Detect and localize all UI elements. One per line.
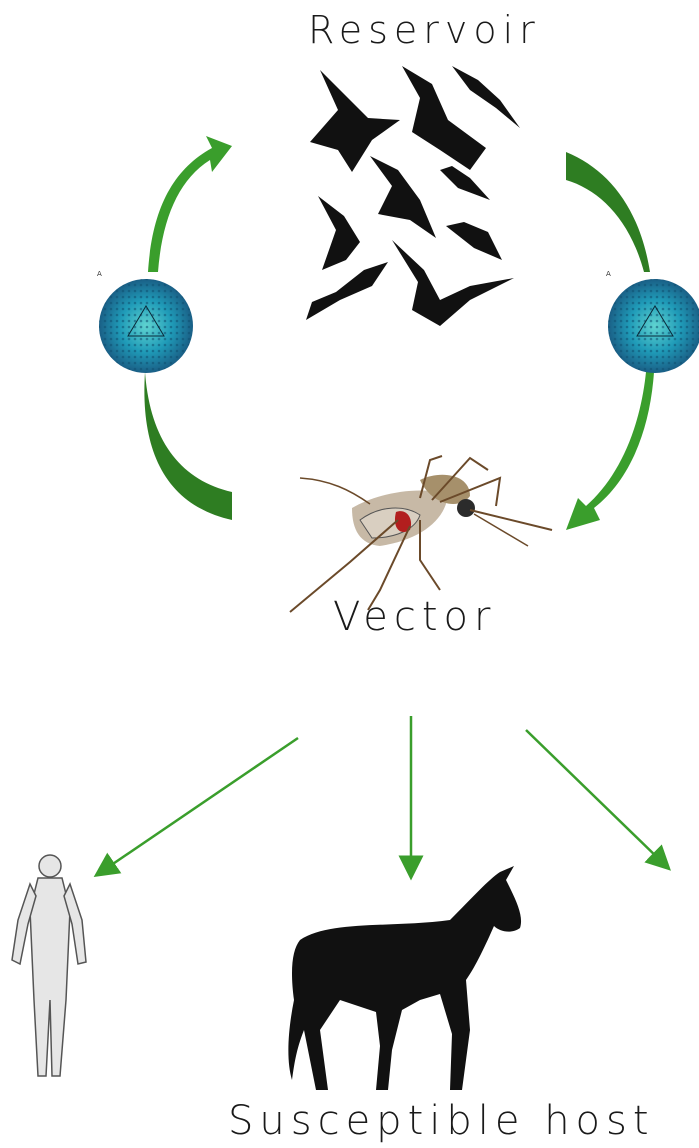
cycle-arrow-left-down — [144, 372, 232, 520]
mosquito-icon — [290, 456, 552, 612]
human-figure-icon — [12, 855, 86, 1076]
cycle-arrow-right-down-lower — [566, 372, 654, 530]
cycle-arrow-right-down — [566, 152, 650, 272]
susceptible-host-label: Susceptible host — [228, 1098, 655, 1144]
vector-label: Vector — [333, 594, 496, 640]
arrow-to-right-host — [526, 730, 662, 862]
reservoir-label: Reservoir — [308, 8, 541, 52]
virus-mark-right: A — [606, 270, 611, 278]
virus-mark-left: A — [97, 270, 102, 278]
virus-particle-icon — [608, 279, 699, 373]
horse-icon — [288, 866, 521, 1090]
arrow-to-human — [104, 738, 298, 870]
cycle-arrow-left-up — [148, 136, 232, 272]
bird-flock-icon — [306, 66, 520, 326]
virus-particle-icon — [99, 279, 193, 373]
